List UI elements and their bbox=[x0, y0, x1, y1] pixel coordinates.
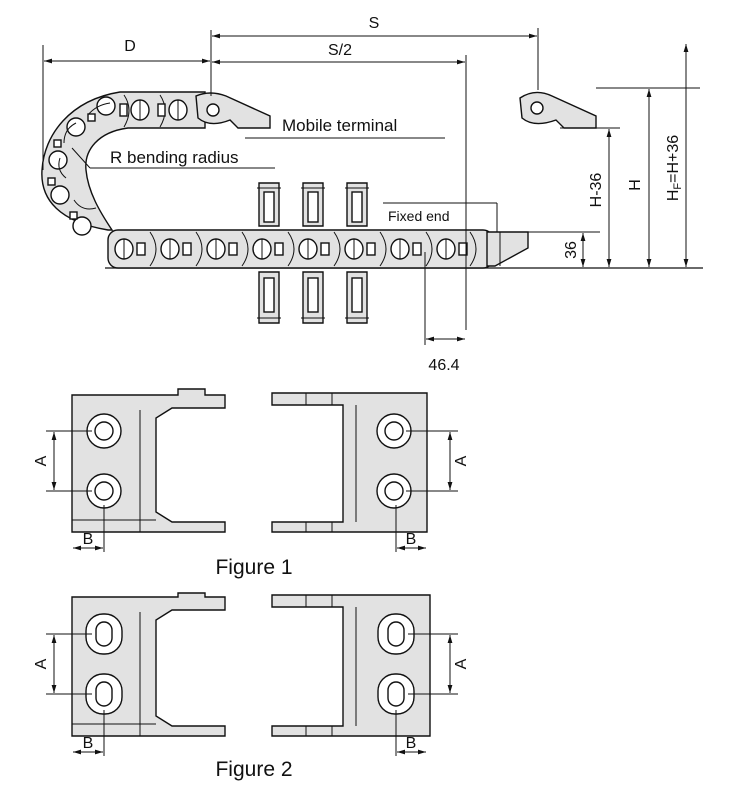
fig2-left-label-a: A bbox=[33, 658, 50, 669]
figure-1-caption: Figure 1 bbox=[215, 556, 292, 579]
label-fixed-end: Fixed end bbox=[388, 208, 449, 224]
fig2-left-label-b: B bbox=[83, 735, 94, 752]
label-hf: HF=H+36 bbox=[665, 135, 684, 201]
fig1-left-label-b: B bbox=[83, 531, 94, 548]
label-s-half: S/2 bbox=[328, 42, 352, 59]
chain-cross-sections bbox=[257, 182, 369, 324]
fixed-end-bracket bbox=[486, 231, 529, 267]
chain-lower-run bbox=[107, 229, 494, 269]
label-bending-radius: R bending radius bbox=[110, 148, 239, 167]
mobile-terminal-bracket bbox=[195, 92, 271, 129]
figure-2-caption: Figure 2 bbox=[215, 758, 292, 781]
fig1-right-label-b: B bbox=[406, 531, 417, 548]
label-36: 36 bbox=[563, 241, 580, 259]
label-h: H bbox=[627, 179, 644, 191]
fig1-right-label-a: A bbox=[453, 455, 470, 466]
fig1-left-bracket bbox=[71, 388, 226, 533]
fig2-left-bracket bbox=[71, 592, 226, 737]
chain-bend bbox=[41, 91, 206, 236]
fig2-right-label-a: A bbox=[453, 658, 470, 669]
fig2-right-label-b: B bbox=[406, 735, 417, 752]
label-s: S bbox=[369, 15, 380, 32]
label-d: D bbox=[124, 38, 136, 55]
label-mobile-terminal: Mobile terminal bbox=[282, 116, 397, 135]
fig1-left-label-a: A bbox=[33, 455, 50, 466]
fig1-right-bracket bbox=[271, 392, 428, 533]
chain-side-view: S S/2 D Mobile terminal R bending radius… bbox=[41, 15, 703, 374]
figure-1: A B A B Figure 1 bbox=[33, 388, 470, 579]
label-pitch: 46.4 bbox=[428, 357, 459, 374]
label-h-minus-36: H-36 bbox=[588, 173, 605, 208]
figure-2: A B A B Figure 2 bbox=[33, 592, 470, 781]
